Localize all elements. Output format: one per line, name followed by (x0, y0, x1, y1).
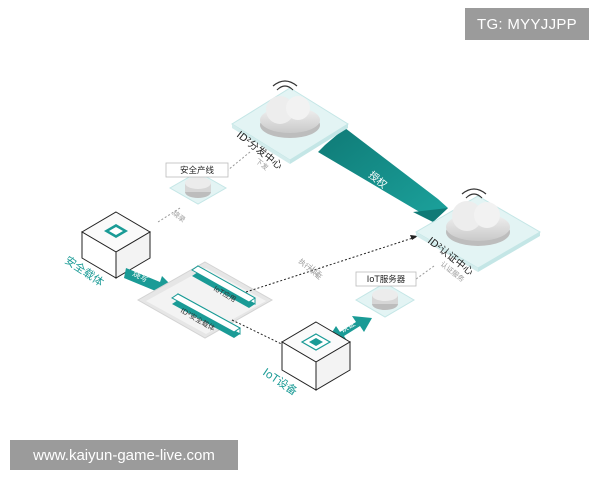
issue-bottom-label: 烧录 (171, 208, 188, 224)
chip-icon (104, 224, 128, 238)
auth-dashed-arrowhead (410, 235, 418, 240)
secure-production-line-label: 安全产线 (180, 165, 215, 176)
server-icon (372, 289, 398, 310)
wifi-signal-icon (461, 188, 487, 199)
distribution-center-node: ID²分发中心 (231, 80, 349, 172)
iot-server-node: IoT服务器 (355, 271, 417, 318)
cloud-icon (260, 96, 320, 138)
authorize-arrow: 授权 (318, 128, 448, 222)
telegram-watermark: TG: MYYJJPP (465, 8, 589, 40)
auth-center-node: ID²认证中心 (415, 188, 541, 278)
card-platform: IoT应用 ID²安全载体 (136, 261, 274, 339)
server-icon (185, 177, 211, 198)
auth-dashed-line (245, 236, 417, 293)
website-watermark: www.kaiyun-game-live.com (10, 440, 238, 470)
auth-service-dotted-line (411, 265, 435, 283)
iot-server-label: IoT服务器 (367, 274, 406, 285)
burn-dotted-line (157, 207, 181, 223)
iot-server-tag (355, 271, 417, 287)
secure-production-line-tag (165, 162, 229, 178)
cloud-icon (446, 201, 510, 246)
issue-dotted-line (227, 151, 251, 171)
id2-carrier-card: ID²安全载体 (171, 293, 241, 338)
secure-production-line-node: 安全产线 (165, 162, 229, 205)
device-icon (300, 333, 332, 351)
wifi-signal-icon (272, 80, 298, 91)
